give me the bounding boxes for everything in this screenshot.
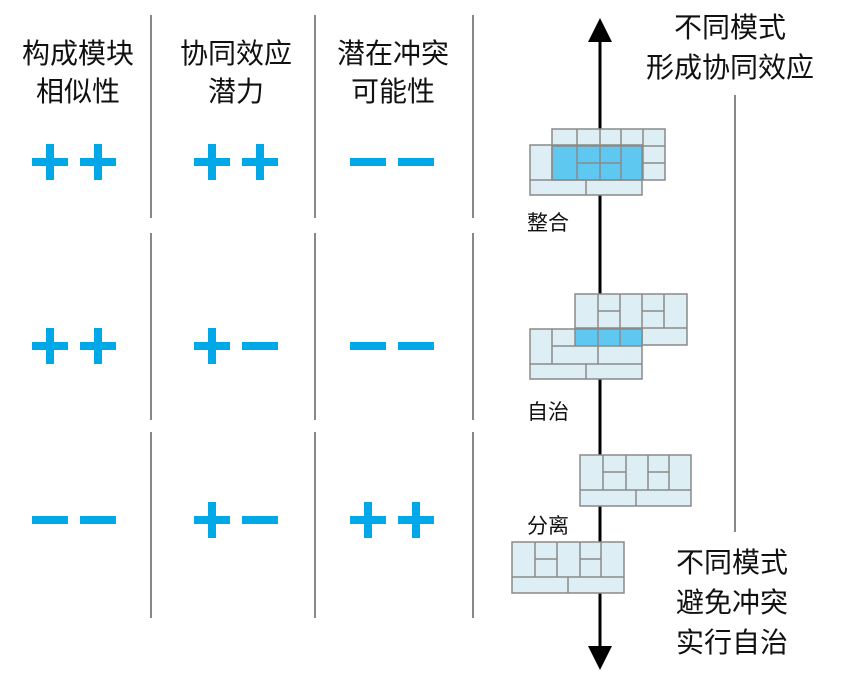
header-module-similarity-line1: 构成模块 [21,37,134,70]
rating-symbols [32,144,434,538]
column-dividers [150,15,736,618]
header-synergy-potential-line1: 协同效应 [179,37,292,70]
mode-label-autonomy: 自治 [527,400,569,424]
symbol-minus-r2-col3-2 [398,342,434,350]
header-module-similarity: 构成模块 相似性 [3,35,153,111]
symbol-plus-r2-col1-1-vertical [46,328,54,364]
symbol-minus-r1-col3-2 [398,158,434,166]
note-synergy: 不同模式 形成协同效应 [610,8,850,88]
symbol-minus-r3-col1-1 [32,516,68,524]
header-synergy-potential-line2: 潜力 [207,75,264,108]
symbol-plus-r3-col2-1-vertical [208,502,216,538]
header-synergy-potential: 协同效应 潜力 [161,35,311,111]
note-synergy-line2: 形成协同效应 [645,51,814,84]
header-conflict-likelihood-line1: 潜在冲突 [336,37,449,70]
symbol-plus-r2-col1-2-vertical [94,328,102,364]
symbol-plus-r1-col2-2-vertical [256,144,264,180]
symbol-plus-r3-col3-1-vertical [364,502,372,538]
integration-blocks [529,128,666,196]
symbol-plus-r1-col1-2-vertical [94,144,102,180]
symbol-minus-r2-col2-2 [242,342,278,350]
symbol-minus-r2-col3-1 [350,342,386,350]
symbol-minus-r3-col1-2 [80,516,116,524]
mode-label-integration: 整合 [527,211,569,235]
note-autonomy-line2: 避免冲突 [675,586,788,619]
symbol-minus-r1-col3-1 [350,158,386,166]
symbol-plus-r2-col2-1-vertical [208,328,216,364]
symbol-plus-r1-col2-1-vertical [208,144,216,180]
header-module-similarity-line2: 相似性 [35,75,120,108]
symbol-plus-r3-col3-2-vertical [412,502,420,538]
mode-label-separation: 分离 [527,514,569,538]
symbol-plus-r1-col1-1-vertical [46,144,54,180]
note-synergy-line1: 不同模式 [673,11,786,44]
symbol-minus-r3-col2-2 [242,516,278,524]
note-autonomy: 不同模式 避免冲突 实行自治 [612,543,852,663]
note-autonomy-line3: 实行自治 [675,626,788,659]
note-autonomy-line1: 不同模式 [675,546,788,579]
header-conflict-likelihood-line2: 可能性 [350,75,435,108]
header-conflict-likelihood: 潜在冲突 可能性 [318,35,468,111]
autonomy-blocks [529,293,688,380]
separation-blocks [511,454,692,594]
